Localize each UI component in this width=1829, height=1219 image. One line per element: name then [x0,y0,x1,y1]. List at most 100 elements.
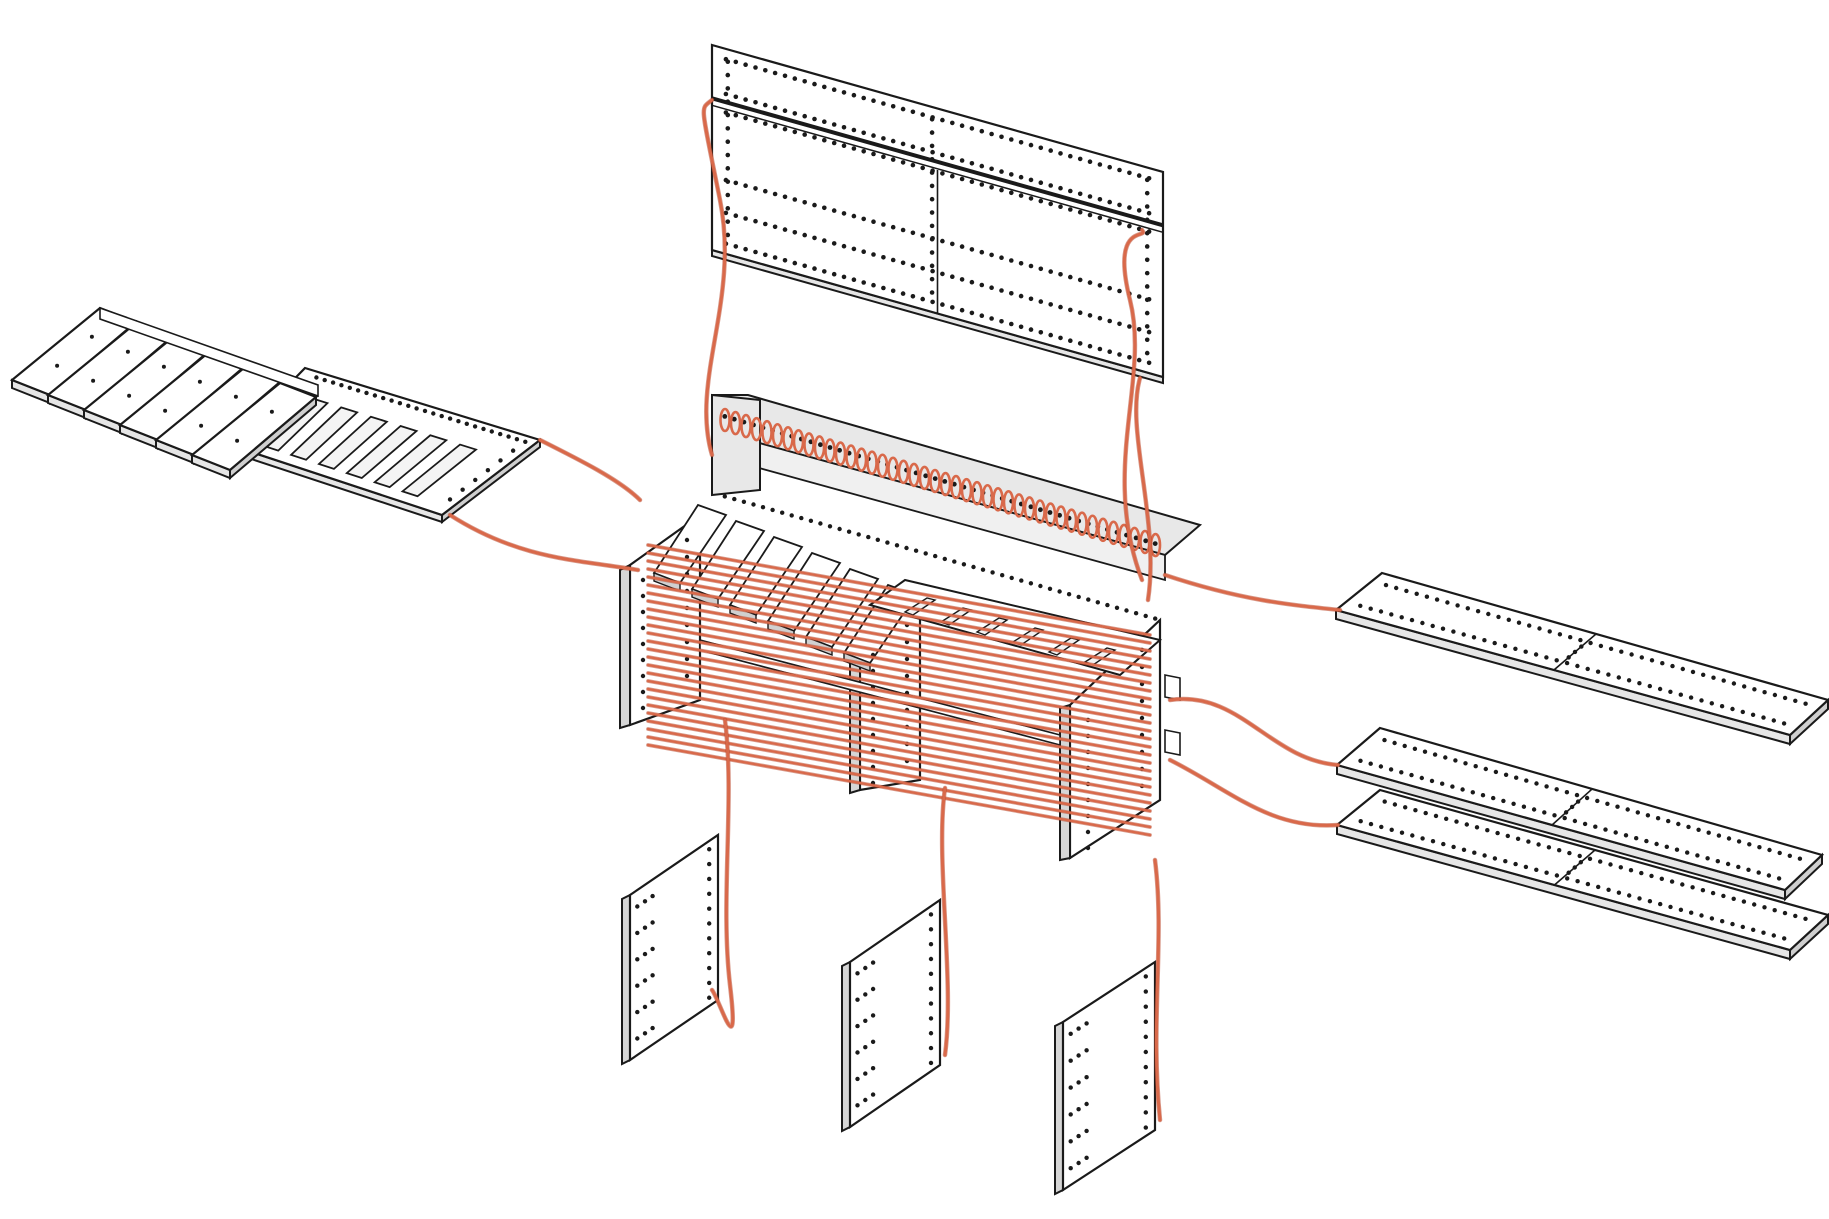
coil-loop [1086,514,1099,540]
panel-hole [1603,827,1608,832]
panel-hole [1752,902,1757,907]
panel-hole [910,162,916,168]
panel-hole [930,268,935,274]
assembly-hole [1057,589,1062,594]
panel-hole [1564,660,1570,666]
assembly-hole [1085,829,1091,835]
cord-to-side-panel [940,786,950,1057]
panel-hole [1068,153,1073,159]
panel-hole [1146,210,1152,216]
panel-hole [890,257,896,263]
panel-hole [725,152,731,158]
panel-hole [871,282,876,288]
panel-hole [1389,612,1394,617]
panel-groove [711,104,1164,234]
coil-loop [855,447,868,472]
assembly-hole [1047,510,1053,515]
panel-hole [1546,845,1552,850]
panel-hole [1797,856,1803,861]
panel-hole [979,182,985,187]
panel-hole [930,299,935,305]
panel-hole [782,126,788,132]
panel-hole [1746,867,1751,872]
lacing-cord [646,543,1152,637]
panel-hole [1595,669,1601,674]
panel-hole [1048,148,1053,153]
panel-hole [1470,790,1476,795]
panel-hole [802,263,807,269]
panel-hole [473,477,478,483]
panel-hole [1593,824,1598,829]
panel-hole [890,288,896,294]
panel-hole [861,130,866,136]
panel-hole [1771,718,1777,723]
panel-hole [812,135,817,140]
assembly-hole [684,673,690,679]
panel-hole [1432,752,1438,757]
assembly-side-left-edge [619,563,631,730]
panel-hole [1107,199,1112,205]
panel-hole [1048,302,1053,307]
panel-hole [928,912,934,917]
panel-hole [792,129,798,135]
panel-hole [1595,798,1600,804]
cord-to-shelf [1163,573,1342,612]
panel-hole [725,192,731,198]
panel-hole [1028,296,1034,302]
panel-hole [642,899,648,904]
panel-hole [1493,769,1499,775]
panel-hole [1009,172,1014,177]
panel-hole [1696,827,1701,832]
panel-hole [792,230,798,235]
panel-hole [1084,1128,1089,1134]
panel-hole [1460,787,1465,792]
panel-hole [1680,882,1685,887]
panel-hole [870,1013,876,1018]
panel-hole [1711,675,1716,680]
side-panel-middle [841,897,942,1133]
panel-hole [725,126,731,131]
panel-hole [1606,672,1611,677]
panel-hole [1144,244,1150,249]
panel-hole [979,249,985,255]
panel-hole [1506,617,1512,622]
panel-hole [1440,626,1446,631]
panel-hole [1009,291,1014,296]
panel-hole [635,983,640,988]
assembly-hole [1139,715,1145,721]
panel-hole [1725,861,1731,867]
panel-hole [1146,329,1152,335]
panel-hole [1757,845,1762,850]
panel-hole [464,421,469,426]
panel-hole [1144,350,1150,356]
coil-loop [761,419,773,445]
panel-hole [979,128,985,134]
panel-hole [1492,640,1497,646]
panel-hole [1787,853,1793,858]
panel-hole [1077,341,1083,346]
panel-hole [900,227,906,233]
panel-hole [1471,635,1477,640]
panel-hole [928,1016,934,1021]
panel-hole [1127,355,1132,360]
assembly-hole [1066,592,1072,597]
panel-hole [1084,1048,1089,1053]
panel-hole [1107,218,1112,223]
panel-edge-side [1054,1020,1064,1196]
panel-hole [1084,1075,1089,1080]
lacing-cord [646,687,1152,781]
panel-hole [861,95,866,101]
panel-hole [1730,921,1735,927]
panel-hole [753,186,758,191]
panel-hole [1143,1080,1149,1085]
panel-hole [1451,629,1456,634]
panel-hole [743,183,748,188]
assembly-hole [770,507,775,513]
panel-hole [1144,190,1150,196]
panel-hole [1445,600,1450,605]
panel-hole [969,126,975,131]
panel-hole [1736,864,1741,870]
assembly-hole [952,559,957,564]
coil-loop [803,432,815,457]
assembly-hole [640,609,646,615]
